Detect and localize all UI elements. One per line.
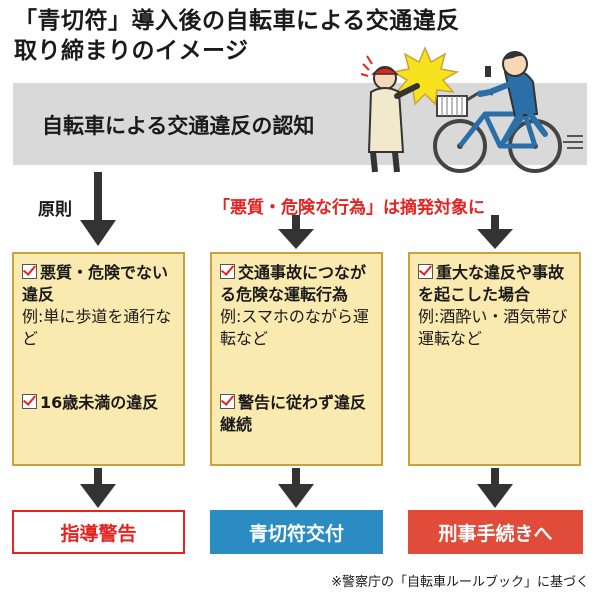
item-example: 例:単に歩道を通行など bbox=[22, 307, 172, 348]
category-box-blue-ticket: 交通事故につながる危険な運転行為 例:スマホのながら運転など 警告に従わず違反継… bbox=[210, 252, 383, 466]
checkbox-icon bbox=[22, 394, 37, 409]
result-blue-ticket: 青切符交付 bbox=[210, 510, 383, 554]
arrow-down-icon bbox=[477, 215, 513, 249]
checkbox-icon bbox=[220, 394, 235, 409]
item-example: 例:酒酔い・酒気帯び運転など bbox=[418, 307, 568, 348]
item-title: 警告に従わず違反継続 bbox=[220, 393, 367, 434]
list-item: 16歳未満の違反 bbox=[22, 392, 179, 414]
checkbox-icon bbox=[418, 264, 433, 279]
list-item: 交通事故につながる危険な運転行為 例:スマホのながら運転など bbox=[220, 262, 377, 350]
arrow-down-icon bbox=[477, 468, 513, 508]
item-title: 悪質・危険でない違反 bbox=[22, 263, 169, 304]
list-item: 警告に従わず違反継続 bbox=[220, 392, 377, 436]
category-box-warning: 悪質・危険でない違反 例:単に歩道を通行など 16歳未満の違反 bbox=[12, 252, 185, 466]
title-line-2: 取り締まりのイメージ bbox=[14, 38, 249, 64]
result-warning: 指導警告 bbox=[12, 510, 185, 554]
item-title: 重大な違反や事故を起こした場合 bbox=[418, 263, 565, 304]
result-criminal: 刑事手続きへ bbox=[408, 510, 583, 554]
checkbox-icon bbox=[22, 264, 37, 279]
arrow-down-icon bbox=[80, 468, 116, 508]
category-box-criminal: 重大な違反や事故を起こした場合 例:酒酔い・酒気帯び運転など bbox=[408, 252, 581, 466]
list-item: 悪質・危険でない違反 例:単に歩道を通行など bbox=[22, 262, 179, 350]
police-cyclist-illustration bbox=[360, 46, 583, 173]
checkbox-icon bbox=[220, 264, 235, 279]
title-line-1: 「青切符」導入後の自転車による交通違反 bbox=[14, 8, 460, 34]
arrow-down-icon bbox=[278, 215, 314, 249]
item-title: 16歳未満の違反 bbox=[40, 393, 159, 412]
principle-label: 原則 bbox=[38, 200, 72, 220]
recognition-text: 自転車による交通違反の認知 bbox=[42, 114, 315, 138]
enforcement-label: 「悪質・危険な行為」は摘発対象に bbox=[213, 198, 485, 218]
arrow-down-icon bbox=[278, 468, 314, 508]
arrow-down-icon bbox=[80, 172, 116, 246]
list-item: 重大な違反や事故を起こした場合 例:酒酔い・酒気帯び運転など bbox=[418, 262, 575, 350]
item-example: 例:スマホのながら運転など bbox=[220, 307, 369, 348]
footnote: ※警察庁の「自転車ルールブック」に基づく bbox=[331, 575, 589, 590]
item-title: 交通事故につながる危険な運転行為 bbox=[220, 263, 367, 304]
